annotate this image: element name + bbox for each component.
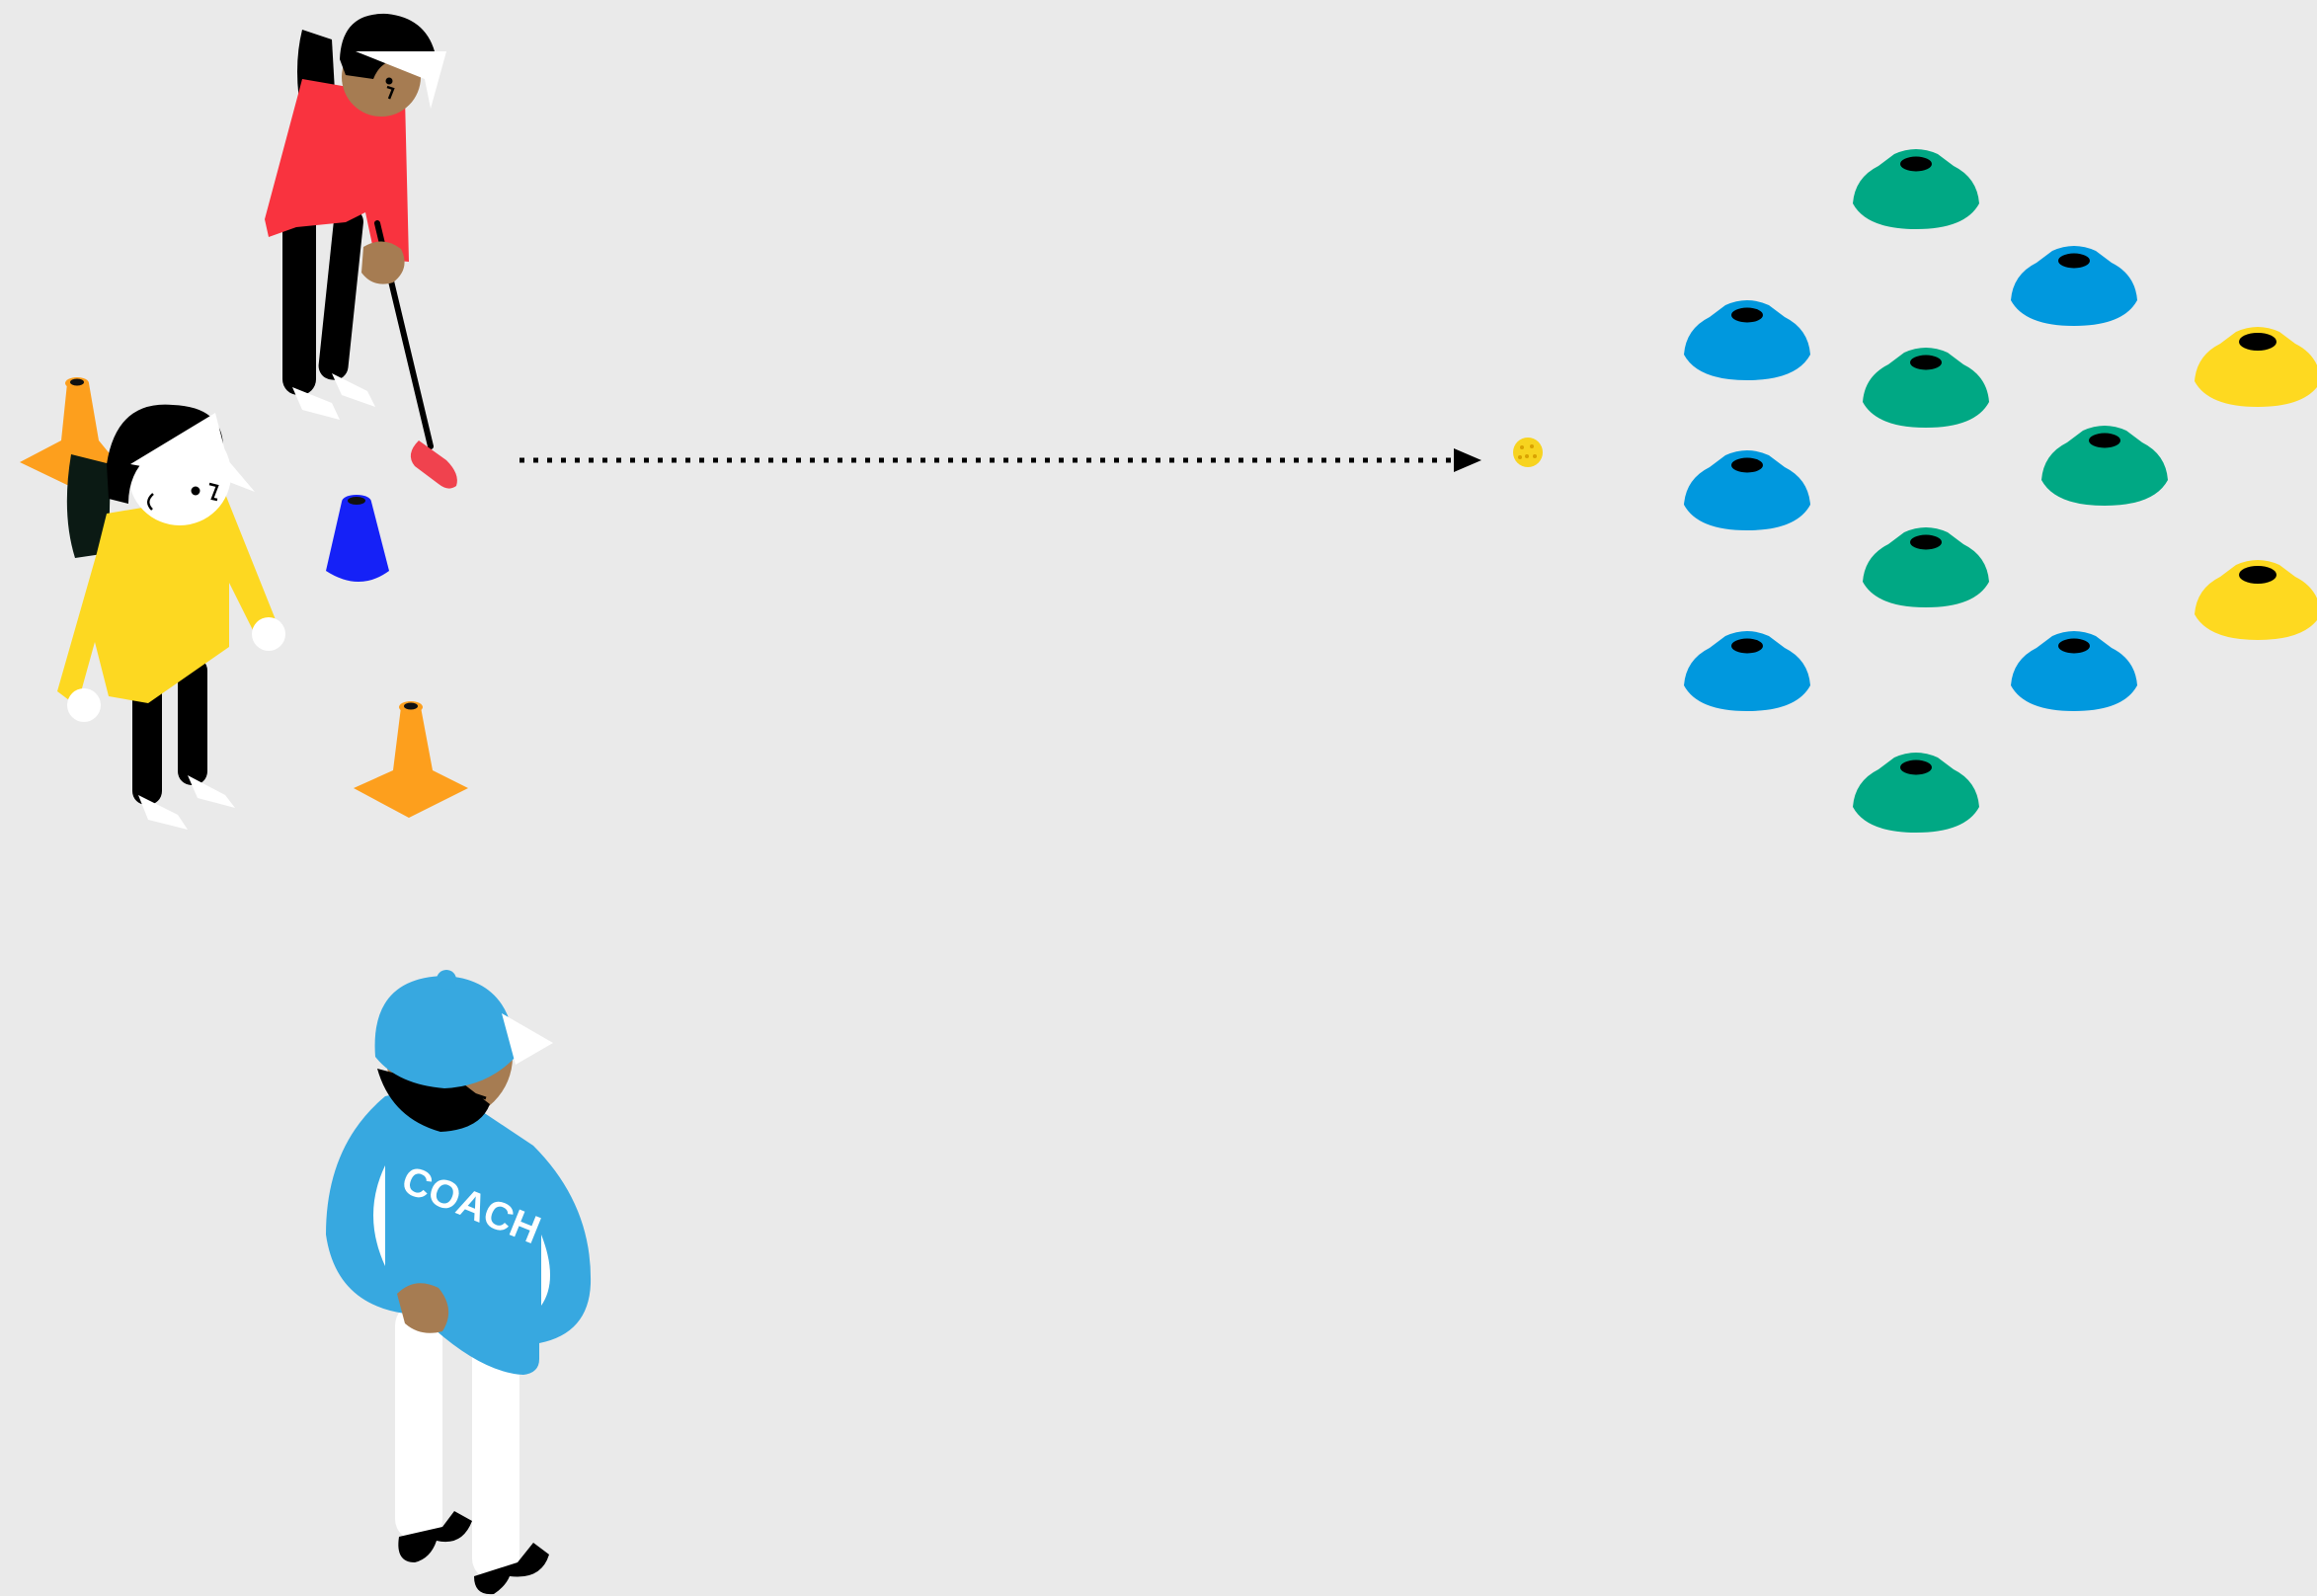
disc-green-2 xyxy=(1863,348,1989,428)
disc-green-1 xyxy=(1853,149,1979,229)
visor-icon xyxy=(130,413,255,492)
disc-yellow-1 xyxy=(2195,327,2317,407)
disc-blue-5 xyxy=(2011,631,2137,711)
player-red xyxy=(265,13,457,489)
disc-blue-1 xyxy=(2011,246,2137,326)
golf-ball-icon xyxy=(1513,438,1543,467)
coach-cap xyxy=(374,976,516,1088)
disc-green-4 xyxy=(1863,527,1989,607)
disc-blue-2 xyxy=(1684,300,1810,380)
traffic-cone-icon xyxy=(326,502,389,582)
disc-blue-3 xyxy=(1684,450,1810,530)
disc-yellow-2 xyxy=(2195,560,2317,640)
golf-ball xyxy=(1513,438,1543,467)
disc-green-3 xyxy=(2041,426,2168,506)
ball-path-arrow xyxy=(519,448,1481,472)
blue-cone xyxy=(326,495,389,582)
disc-blue-4 xyxy=(1684,631,1810,711)
disc-green-5 xyxy=(1853,753,1979,833)
red-shirt xyxy=(265,79,409,262)
putter-head-icon xyxy=(410,440,457,489)
visor-icon xyxy=(356,51,446,109)
coach: COACH xyxy=(326,970,592,1595)
yellow-shirt xyxy=(57,494,277,706)
orange-cone-front xyxy=(354,701,468,818)
player-yellow xyxy=(57,404,285,830)
traffic-cone-icon xyxy=(354,707,468,818)
coach-hoodie xyxy=(326,1092,592,1375)
